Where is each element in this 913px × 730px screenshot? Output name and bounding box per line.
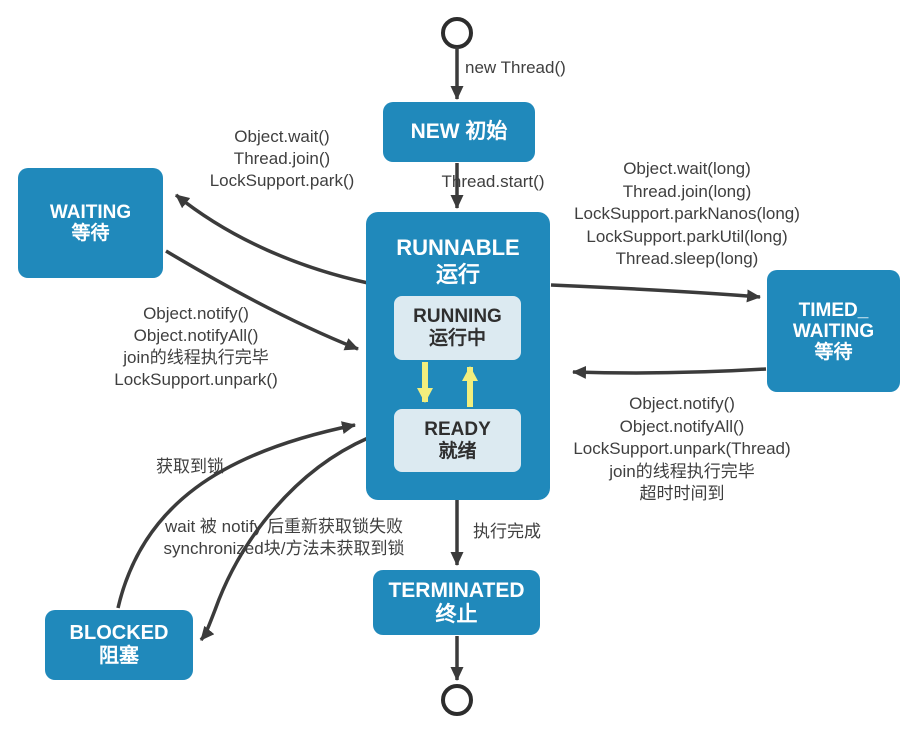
label-to-timed-waiting-line: Object.wait(long) xyxy=(623,159,751,178)
label-to-blocked: wait 被 notify 后重新获取锁失败 synchronized块/方法未… xyxy=(164,516,405,560)
label-from-waiting: Object.notify() Object.notifyAll() join的… xyxy=(114,303,277,391)
node-timed-waiting-label-zh: 等待 xyxy=(814,341,853,363)
label-from-waiting-line: join的线程执行完毕 xyxy=(123,348,269,367)
label-to-waiting-line: Thread.join() xyxy=(233,149,331,168)
node-runnable-label-en: RUNNABLE xyxy=(396,235,520,260)
node-runnable-label-zh: 运行 xyxy=(435,262,480,287)
label-new-thread: new Thread() xyxy=(465,58,566,77)
label-to-waiting: Object.wait() Thread.join() LockSupport.… xyxy=(210,126,355,192)
node-new-label: NEW 初始 xyxy=(410,120,508,143)
edge-runnable-to-timed-waiting xyxy=(550,283,761,303)
edge-runnable-to-waiting xyxy=(174,193,369,285)
node-waiting-label-en: WAITING xyxy=(49,202,132,223)
label-to-timed-waiting-line: Thread.sleep(long) xyxy=(615,249,759,268)
node-timed-waiting-label-2: WAITING xyxy=(792,320,875,342)
label-to-timed-waiting-line: Thread.join(long) xyxy=(622,181,752,201)
label-from-waiting-line: Object.notify() xyxy=(143,304,249,323)
label-from-blocked: 获取到锁 xyxy=(156,457,224,476)
node-terminated-label-en: TERMINATED xyxy=(388,578,525,602)
label-to-timed-waiting: Object.wait(long) Thread.join(long) Lock… xyxy=(574,158,800,271)
label-from-timed-waiting-line: join的线程执行完毕 xyxy=(609,461,755,481)
end-circle xyxy=(441,684,473,716)
node-ready-label-en: READY xyxy=(424,418,491,440)
node-waiting: WAITING 等待 xyxy=(18,168,163,278)
label-to-blocked-line: synchronized块/方法未获取到锁 xyxy=(163,539,405,558)
label-to-waiting-line: Object.wait() xyxy=(234,127,330,146)
node-terminated-label-zh: 终止 xyxy=(435,602,478,626)
node-running-label-zh: 运行中 xyxy=(428,328,486,349)
label-from-timed-waiting: Object.notify() Object.notifyAll() LockS… xyxy=(573,393,790,506)
node-terminated: TERMINATED 终止 xyxy=(373,570,540,635)
node-blocked: BLOCKED 阻塞 xyxy=(45,610,193,680)
label-to-waiting-line: LockSupport.park() xyxy=(209,171,355,190)
label-thread-start: Thread.start() xyxy=(441,172,545,191)
node-new: NEW 初始 xyxy=(383,102,535,162)
node-ready-label-zh: 就绪 xyxy=(438,440,477,462)
label-from-timed-waiting-line: Object.notifyAll() xyxy=(619,416,745,436)
label-to-terminated: 执行完成 xyxy=(473,522,541,541)
label-to-timed-waiting-line: LockSupport.parkNanos(long) xyxy=(574,204,800,223)
label-from-waiting-line: Object.notifyAll() xyxy=(133,326,259,345)
node-ready: READY 就绪 xyxy=(394,409,521,472)
node-running-label-en: RUNNING xyxy=(413,306,502,327)
label-to-blocked-line: wait 被 notify 后重新获取锁失败 xyxy=(164,517,404,536)
edge-timed-waiting-to-runnable xyxy=(572,365,767,379)
label-from-timed-waiting-line: 超时时间到 xyxy=(639,484,725,503)
label-to-timed-waiting-line: LockSupport.parkUtil(long) xyxy=(586,226,788,246)
label-from-waiting-line: LockSupport.unpark() xyxy=(114,370,278,389)
node-waiting-label-zh: 等待 xyxy=(71,223,110,244)
label-from-timed-waiting-line: Object.notify() xyxy=(629,394,735,413)
label-from-timed-waiting-line: LockSupport.unpark(Thread) xyxy=(573,439,791,458)
node-running: RUNNING 运行中 xyxy=(394,296,521,360)
node-blocked-label-en: BLOCKED xyxy=(69,622,169,644)
start-circle xyxy=(441,17,473,49)
node-blocked-label-zh: 阻塞 xyxy=(99,645,139,667)
node-timed-waiting-label-1: TIMED_ xyxy=(798,299,869,321)
node-timed-waiting: TIMED_ WAITING 等待 xyxy=(767,270,900,392)
